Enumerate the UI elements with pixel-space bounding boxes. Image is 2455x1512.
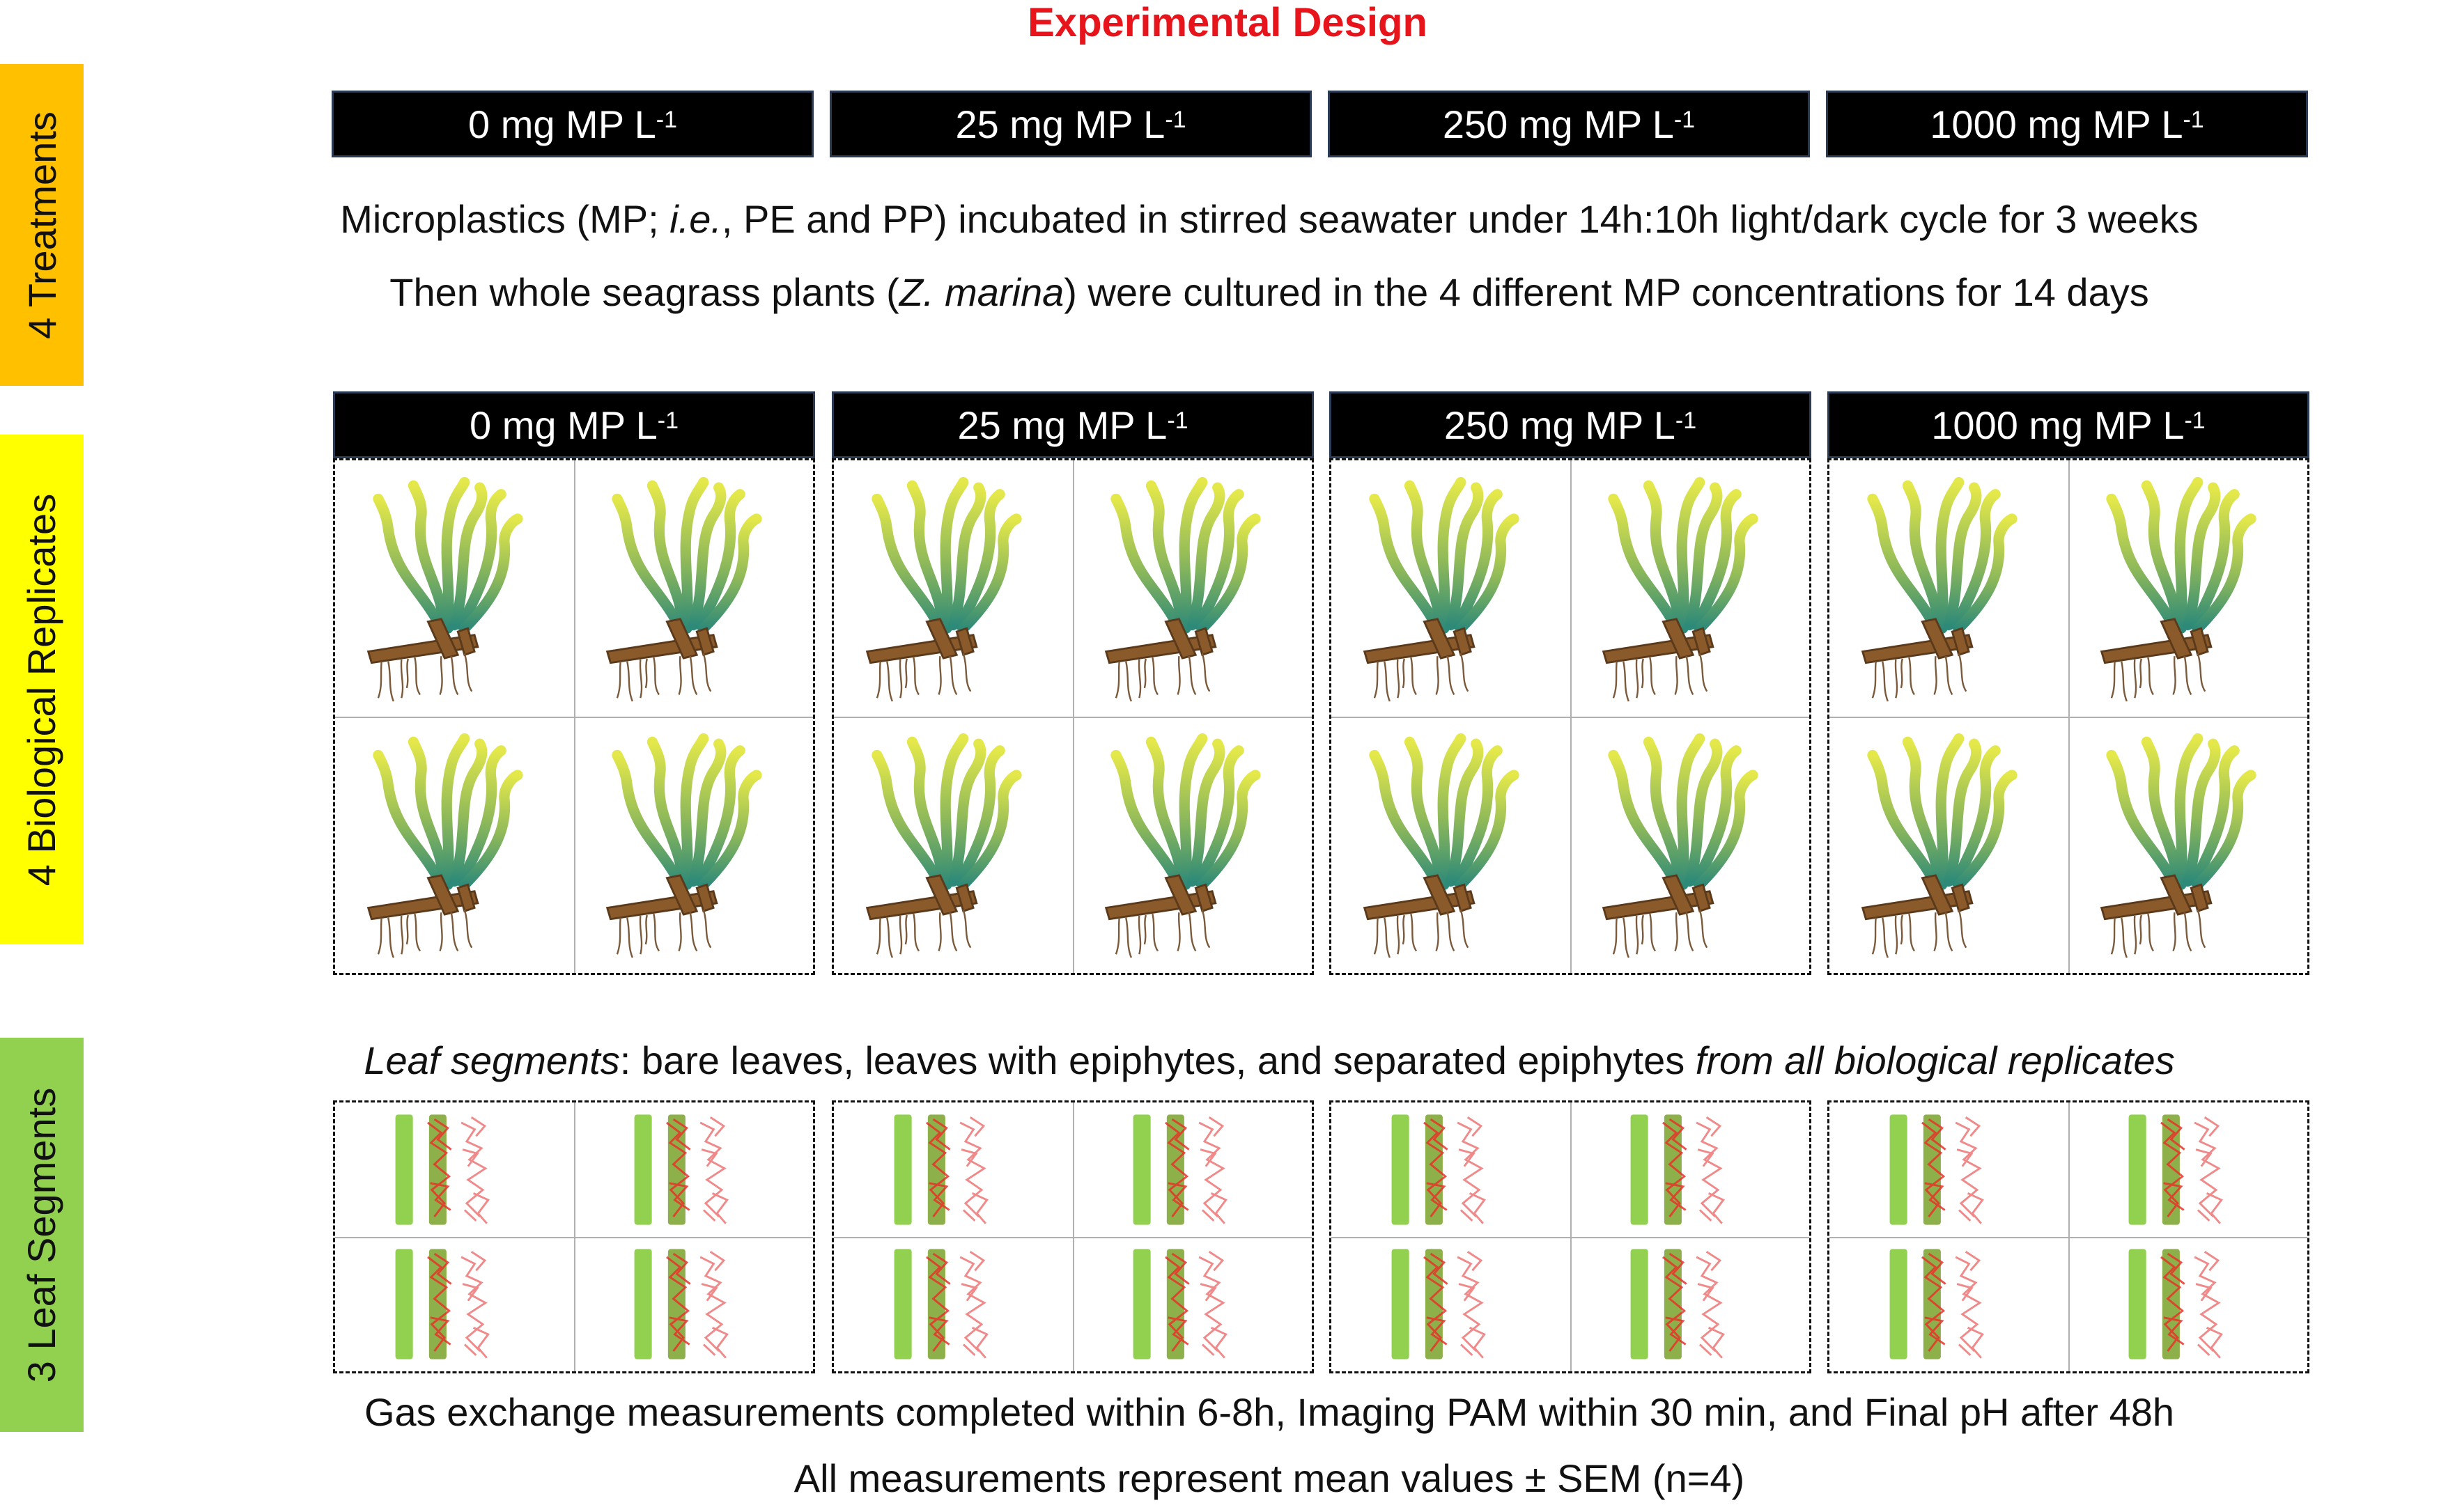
leaf-with-epiphytes-icon	[335, 1102, 574, 1237]
treatment-box-25: 25 mg MP L-1	[830, 91, 1312, 157]
segments-sidebar-label: 3 Leaf Segments	[0, 1038, 84, 1432]
replicates-panel-0	[333, 458, 815, 975]
leaf-with-epiphytes-icon	[2068, 1237, 2307, 1371]
seagrass-plant-icon	[574, 717, 813, 973]
replicate-header-25: 25 mg MP L-1	[832, 391, 1314, 458]
leaf-segments-caption: Leaf segments: bare leaves, leaves with …	[364, 1038, 2175, 1082]
leaf-with-epiphytes-icon	[834, 1102, 1073, 1237]
treatment-box-250: 250 mg MP L-1	[1328, 91, 1810, 157]
leaf-with-epiphytes-icon	[574, 1237, 813, 1371]
seagrass-plant-icon	[1331, 717, 1570, 973]
seagrass-plant-icon	[1073, 460, 1312, 717]
seagrass-plant-icon	[834, 460, 1073, 717]
footer-line-2: All measurements represent mean values ±…	[793, 1456, 1745, 1500]
seagrass-plant-icon	[574, 460, 813, 717]
footer-line-1: Gas exchange measurements completed with…	[364, 1390, 2175, 1434]
seagrass-plant-icon	[2068, 717, 2307, 973]
leaf-with-epiphytes-icon	[1570, 1237, 1809, 1371]
segments-panel-250	[1329, 1100, 1811, 1373]
replicate-header-250: 250 mg MP L-1	[1329, 391, 1811, 458]
seagrass-plant-icon	[1570, 460, 1809, 717]
panel-divider	[1331, 1237, 1809, 1238]
panel-divider	[834, 717, 1312, 718]
seagrass-plant-icon	[834, 717, 1073, 973]
leaf-with-epiphytes-icon	[1570, 1102, 1809, 1237]
description-line-1: Microplastics (MP; i.e., PE and PP) incu…	[340, 197, 2199, 241]
segments-panel-25	[832, 1100, 1314, 1373]
treatments-sidebar-label: 4 Treatments	[0, 64, 84, 386]
leaf-with-epiphytes-icon	[1829, 1102, 2068, 1237]
leaf-with-epiphytes-icon	[834, 1237, 1073, 1371]
panel-divider	[1829, 717, 2307, 718]
leaf-with-epiphytes-icon	[574, 1102, 813, 1237]
seagrass-plant-icon	[1073, 717, 1312, 973]
replicates-panel-1000	[1827, 458, 2309, 975]
seagrass-plant-icon	[335, 460, 574, 717]
diagram-title: Experimental Design	[1028, 0, 1427, 45]
seagrass-plant-icon	[1331, 460, 1570, 717]
leaf-with-epiphytes-icon	[1073, 1102, 1312, 1237]
leaf-with-epiphytes-icon	[1331, 1237, 1570, 1371]
leaf-with-epiphytes-icon	[1073, 1237, 1312, 1371]
panel-divider	[1829, 1237, 2307, 1238]
treatment-box-1000: 1000 mg MP L-1	[1826, 91, 2308, 157]
panel-divider	[335, 1237, 813, 1238]
seagrass-plant-icon	[1570, 717, 1809, 973]
seagrass-plant-icon	[1829, 717, 2068, 973]
segments-panel-1000	[1827, 1100, 2309, 1373]
leaf-with-epiphytes-icon	[335, 1237, 574, 1371]
panel-divider	[1331, 717, 1809, 718]
leaf-with-epiphytes-icon	[1829, 1237, 2068, 1371]
panel-divider	[834, 1237, 1312, 1238]
seagrass-plant-icon	[335, 717, 574, 973]
seagrass-plant-icon	[2068, 460, 2307, 717]
replicates-panel-250	[1329, 458, 1811, 975]
leaf-with-epiphytes-icon	[1331, 1102, 1570, 1237]
replicates-panel-25	[832, 458, 1314, 975]
replicates-sidebar-label: 4 Biological Replicates	[0, 435, 84, 944]
replicate-header-0: 0 mg MP L-1	[333, 391, 815, 458]
replicate-header-1000: 1000 mg MP L-1	[1827, 391, 2309, 458]
treatment-box-0: 0 mg MP L-1	[332, 91, 814, 157]
seagrass-plant-icon	[1829, 460, 2068, 717]
leaf-with-epiphytes-icon	[2068, 1102, 2307, 1237]
description-line-2: Then whole seagrass plants (Z. marina) w…	[389, 270, 2149, 314]
panel-divider	[335, 717, 813, 718]
segments-panel-0	[333, 1100, 815, 1373]
